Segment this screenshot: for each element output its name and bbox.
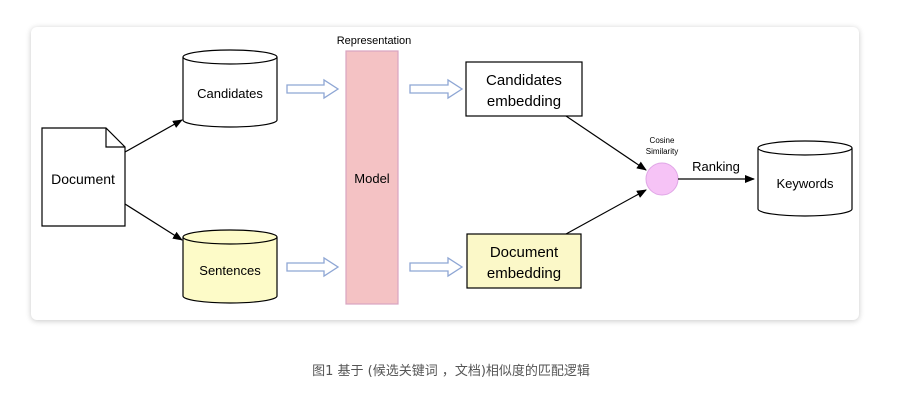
caption-text: 基于 (候选关键词 ，文档)相似度的匹配逻辑 (337, 364, 590, 379)
figure-caption: 图1 基于 (候选关键词 ，文档)相似度的匹配逻辑 (0, 360, 902, 379)
model-label: Model (354, 171, 390, 186)
representation-label: Representation (337, 35, 412, 47)
hollow-arrow-model-to-document-embedding (409, 256, 464, 278)
arrow-document-to-sentences (124, 203, 183, 241)
document-embedding-label-line2: embedding (487, 265, 561, 282)
cosine-similarity-node (645, 162, 679, 196)
cosine-label-line1: Cosine (650, 136, 675, 145)
sentences-label: Sentences (199, 263, 261, 278)
keywords-node: Keywords (757, 140, 853, 217)
arrow-candidates-embedding-to-similarity (565, 115, 647, 171)
model-node: Model (345, 50, 399, 305)
candidates-embedding-label-line1: Candidates (486, 72, 562, 89)
document-embedding-node: Document embedding (466, 233, 582, 289)
document-label: Document (51, 171, 115, 187)
sentences-node: Sentences (182, 229, 278, 304)
document-embedding-label-line1: Document (490, 244, 559, 261)
candidates-label: Candidates (197, 86, 263, 101)
caption-prefix: 图1 (312, 364, 334, 379)
cosine-label-line2: Similarity (646, 147, 678, 156)
keywords-label: Keywords (776, 176, 834, 191)
arrow-document-to-candidates (124, 119, 183, 153)
document-node: Document (41, 127, 126, 227)
hollow-arrow-model-to-candidates-embedding (409, 78, 464, 100)
ranking-label: Ranking (692, 159, 740, 174)
candidates-embedding-label-line2: embedding (487, 93, 561, 110)
hollow-arrow-candidates-to-model (286, 78, 340, 100)
hollow-arrow-sentences-to-model (286, 256, 340, 278)
candidates-embedding-node: Candidates embedding (465, 61, 583, 117)
candidates-node: Candidates (182, 49, 278, 128)
arrow-document-embedding-to-similarity (565, 189, 647, 235)
